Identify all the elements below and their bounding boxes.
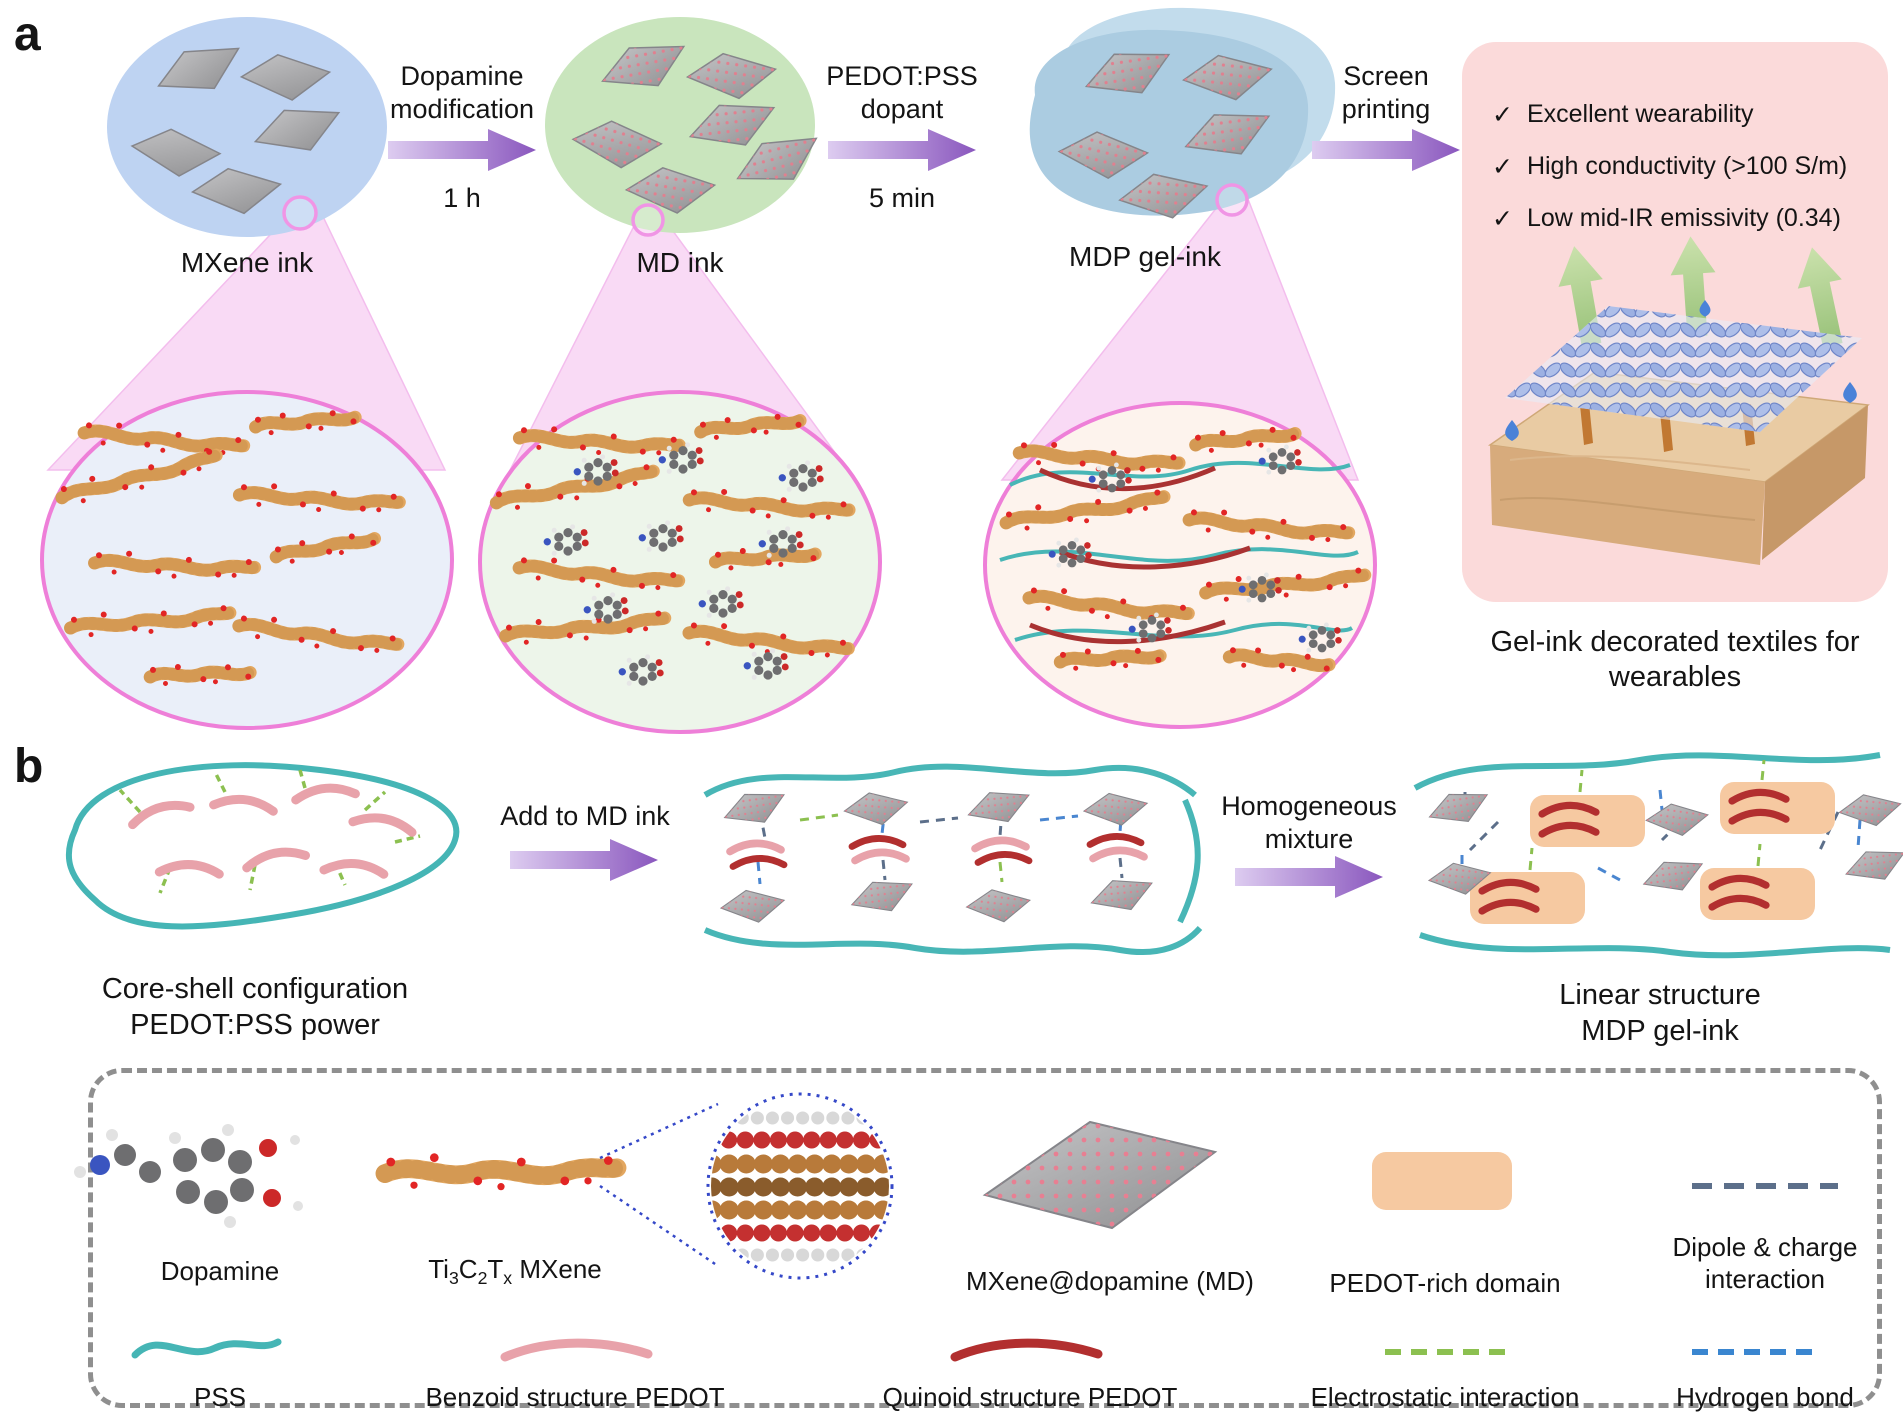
benefit-item: ✓ High conductivity (>100 S/m) bbox=[1492, 152, 1847, 182]
stage-label-mdp-gel-ink: MDP gel-ink bbox=[1069, 241, 1221, 272]
mxene-label-part: Ti bbox=[428, 1254, 449, 1284]
pedot-rich-domains bbox=[1470, 782, 1835, 924]
mxene-ink-blob bbox=[107, 17, 387, 237]
textile-illustration bbox=[1487, 234, 1870, 565]
core-shell-structure bbox=[65, 762, 460, 930]
legend-label-md: MXene@dopamine (MD) bbox=[966, 1266, 1254, 1296]
legend-md-flake-icon bbox=[982, 1120, 1218, 1230]
arrow-right-icon bbox=[1312, 129, 1460, 171]
legend-pedot-domain-icon bbox=[1372, 1152, 1512, 1210]
benefit-text: Excellent wearability bbox=[1526, 100, 1754, 128]
check-icon: ✓ bbox=[1492, 153, 1513, 181]
arrow2-duration: 5 min bbox=[868, 183, 936, 213]
mxene-label-part: T bbox=[487, 1254, 504, 1284]
mxene-label-part: MXene bbox=[512, 1254, 602, 1284]
legend-label-mxene: Ti3C2Tx MXene bbox=[385, 1254, 645, 1290]
arrow-right-icon bbox=[388, 129, 536, 171]
check-icon: ✓ bbox=[1492, 101, 1513, 129]
zoom-lens-icon bbox=[282, 195, 318, 231]
legend-benzoid-icon bbox=[500, 1338, 653, 1362]
arrow3-label: Screen printing bbox=[1341, 61, 1431, 124]
mixed-structure bbox=[703, 763, 1203, 956]
benefit-text: Low mid-IR emissivity (0.34) bbox=[1526, 204, 1841, 232]
mdp-gel-blob bbox=[1029, 7, 1336, 220]
legend-quinoid-icon bbox=[950, 1338, 1103, 1362]
md-ink-blob bbox=[545, 17, 825, 237]
zoom-circle-mxene bbox=[40, 390, 454, 730]
zoom-circle-md bbox=[478, 390, 882, 734]
arrow-right-icon bbox=[1235, 856, 1383, 898]
check-icon: ✓ bbox=[1492, 205, 1513, 233]
legend-label-pss: PSS bbox=[193, 1382, 247, 1412]
pss-strands bbox=[703, 763, 1203, 956]
legend-label-pedot-domain: PEDOT-rich domain bbox=[1329, 1268, 1561, 1298]
add-to-md-ink-label: Add to MD ink bbox=[500, 801, 670, 831]
electrostatic-links bbox=[118, 769, 421, 894]
benefit-item: ✓ Excellent wearability bbox=[1492, 100, 1753, 130]
benefit-item: ✓ Low mid-IR emissivity (0.34) bbox=[1492, 204, 1841, 234]
homogeneous-mixture-label: Homogeneous mixture bbox=[1221, 791, 1397, 854]
pss-strands bbox=[1413, 752, 1891, 959]
panel-a-label: a bbox=[14, 8, 41, 61]
panel-a-caption: Gel-ink decorated textiles for wearables bbox=[1490, 626, 1860, 694]
woven-textile bbox=[1505, 306, 1862, 432]
mxene-label-part: C bbox=[458, 1254, 478, 1284]
legend-label-hydrogen: Hydrogen bond bbox=[1676, 1382, 1854, 1412]
stage-label-md-ink: MD ink bbox=[636, 247, 724, 278]
legend-pss-icon bbox=[131, 1338, 282, 1359]
core-shell-caption-line2: PEDOT:PSS power bbox=[130, 1009, 380, 1041]
linear-structure-caption-line1: Linear structure bbox=[1559, 979, 1761, 1011]
legend-label-dipole: Dipole & charge interaction bbox=[1672, 1232, 1858, 1294]
zoom-circle-mdp bbox=[983, 401, 1377, 729]
mxene-label-sub: 2 bbox=[477, 1268, 488, 1289]
legend-label-electrostatic: Electrostatic interaction bbox=[1310, 1382, 1580, 1412]
mxene-lattice bbox=[711, 1111, 889, 1262]
legend-label-dopamine: Dopamine bbox=[160, 1256, 280, 1286]
zoom-funnels bbox=[46, 193, 1360, 481]
linear-structure-caption-line2: MDP gel-ink bbox=[1581, 1015, 1739, 1047]
stage-label-mxene-ink: MXene ink bbox=[180, 247, 314, 278]
panel-b-label: b bbox=[14, 740, 44, 793]
interaction-links bbox=[756, 805, 1124, 885]
arrow2-label: PEDOT:PSS dopant bbox=[826, 61, 978, 124]
zoom-lens-icon bbox=[631, 203, 665, 237]
water-droplet-icon bbox=[1843, 382, 1857, 403]
zoom-lens-icon bbox=[1215, 183, 1249, 217]
arrow-right-icon bbox=[510, 839, 658, 881]
arrow1-duration: 1 h bbox=[443, 183, 481, 213]
arrow1-label: Dopamine modification bbox=[389, 61, 535, 124]
legend-box bbox=[88, 1068, 1882, 1408]
legend-label-benzoid: Benzoid structure PEDOT bbox=[425, 1382, 725, 1412]
benefit-text: High conductivity (>100 S/m) bbox=[1526, 152, 1848, 180]
legend-dopamine-icon bbox=[74, 1124, 303, 1228]
linear-structure bbox=[1413, 752, 1903, 959]
legend-label-quinoid: Quinoid structure PEDOT bbox=[882, 1382, 1178, 1412]
mxene-label-sub: 3 bbox=[448, 1268, 459, 1289]
legend-mxene-icon bbox=[385, 1092, 894, 1280]
arrow-right-icon bbox=[828, 129, 976, 171]
mxene-label-sub: x bbox=[503, 1268, 513, 1289]
core-shell-caption-line1: Core-shell configuration bbox=[101, 973, 409, 1005]
